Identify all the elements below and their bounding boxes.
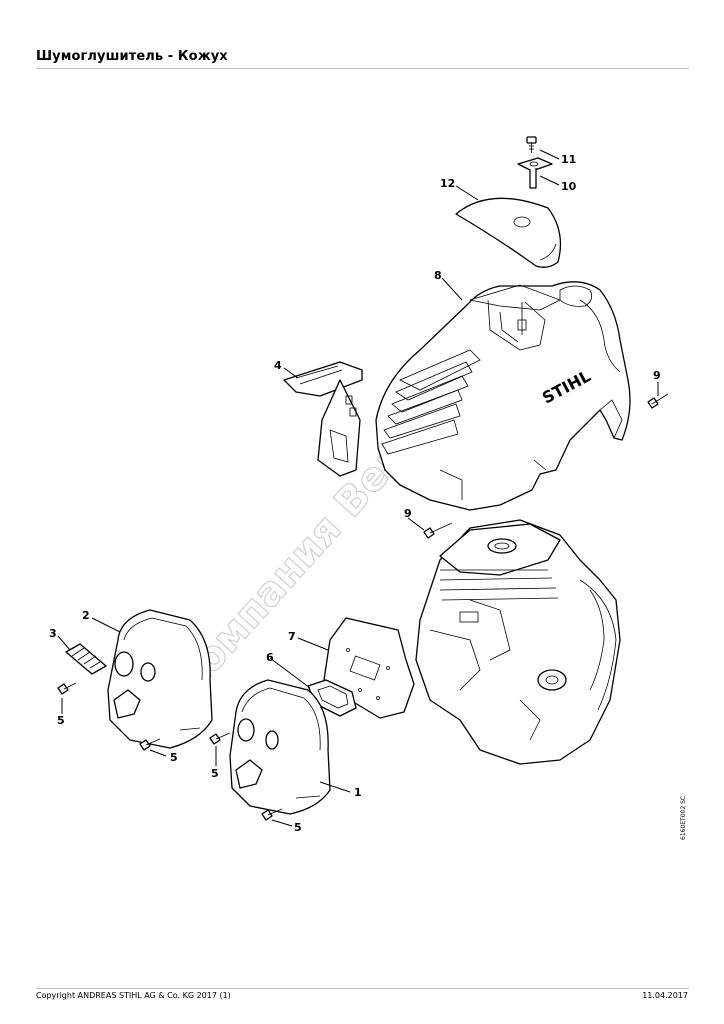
callout-7: 7 — [288, 630, 296, 643]
callout-2: 2 — [82, 609, 90, 622]
part-screw-5-a — [57, 682, 77, 695]
drawing-code: 6160ET002 SC — [680, 796, 687, 840]
part-screw-5-d — [261, 808, 283, 821]
callout-5-d: 5 — [294, 821, 302, 834]
footer-divider — [36, 988, 689, 989]
callout-9-center: 9 — [404, 507, 412, 520]
copyright-notice: Copyright ANDREAS STIHL AG & Co. KG 2017… — [36, 991, 231, 1000]
part-screw-9-center — [423, 522, 453, 539]
callout-11: 11 — [561, 153, 576, 166]
callout-1: 1 — [354, 786, 362, 799]
engine-assembly — [415, 519, 621, 765]
part-screw-5-c — [209, 732, 231, 745]
callout-6: 6 — [266, 651, 274, 664]
callout-5-a: 5 — [57, 714, 65, 727]
callout-12: 12 — [440, 177, 455, 190]
part-muffler-1 — [229, 679, 331, 815]
callout-5-c: 5 — [211, 767, 219, 780]
part-muffler-cover-2 — [107, 609, 213, 749]
part-spark-arrestor-3 — [65, 643, 107, 675]
page-title: Шумоглушитель - Кожух — [36, 49, 228, 64]
part-screw-5-b — [139, 738, 161, 751]
part-screw-9-right — [647, 393, 669, 409]
callout-10: 10 — [561, 180, 577, 193]
callout-3: 3 — [49, 627, 57, 640]
callout-9-right: 9 — [653, 369, 661, 382]
part-shroud-8: STIHL — [375, 281, 631, 511]
callout-8: 8 — [434, 269, 442, 282]
part-bracket-10 — [517, 157, 553, 189]
part-cover-12 — [455, 197, 562, 268]
title-divider — [36, 68, 689, 69]
callout-4: 4 — [274, 359, 282, 372]
callout-5-b: 5 — [170, 751, 178, 764]
part-screw-11 — [526, 136, 537, 153]
part-handle-4 — [283, 361, 363, 477]
publication-date: 11.04.2017 — [642, 991, 688, 1000]
